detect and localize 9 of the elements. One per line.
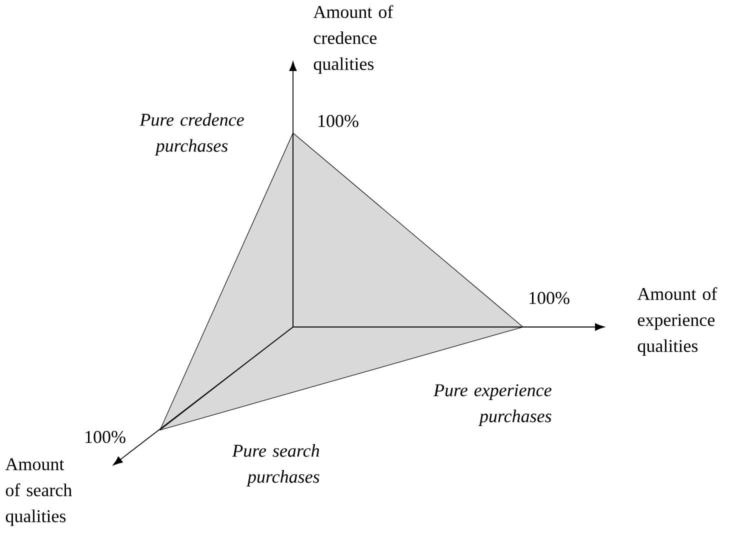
axis-label: Amount of credence qualities <box>313 5 394 74</box>
axis-label: Amount of search qualities <box>5 458 72 526</box>
region-label: Pure experience purchases <box>433 384 552 426</box>
region-label: Pure search purchases <box>232 444 320 486</box>
region-label: Pure credence purchases <box>140 113 244 156</box>
percent-label: 100% <box>530 292 570 304</box>
percent-label: 100% <box>86 430 126 444</box>
axis-label: Amount of experience qualities <box>637 287 718 356</box>
percent-label: 100% <box>318 114 358 128</box>
